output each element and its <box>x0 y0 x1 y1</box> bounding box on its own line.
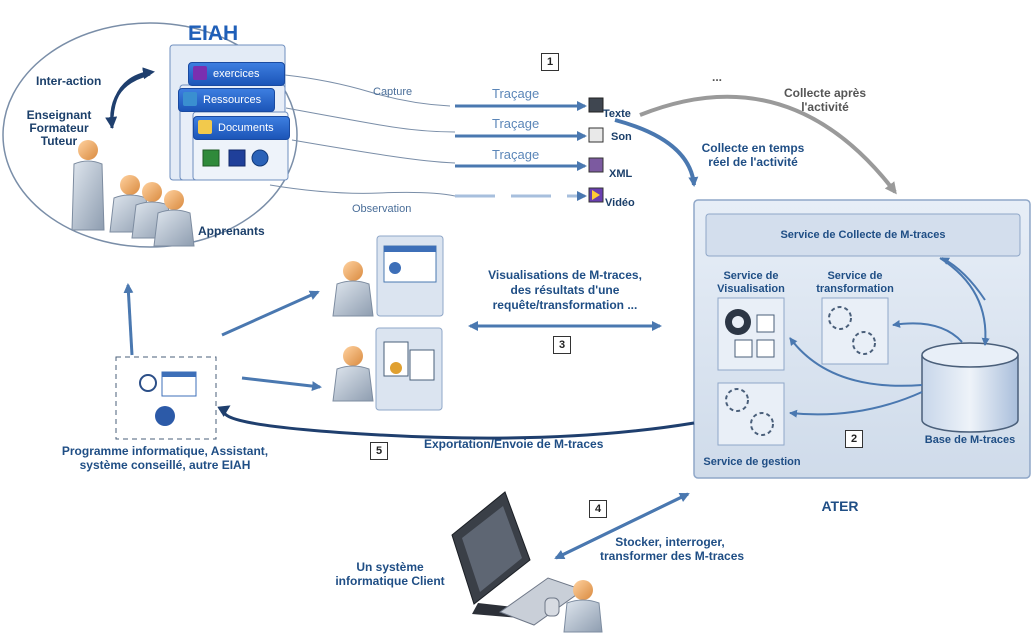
visualisation-screen-2 <box>375 327 443 411</box>
sound-file-icon <box>588 127 604 143</box>
collect-after-2: l'activité <box>801 100 849 114</box>
info-icon <box>155 406 175 426</box>
type-son: Son <box>611 131 632 143</box>
visualisation-service-1: Service de <box>723 270 779 282</box>
globe-icon <box>251 149 269 167</box>
teacher-role-3: Tuteur <box>40 134 78 148</box>
ater-label: ATER <box>821 498 859 514</box>
transformation-service-1: Service de <box>827 270 883 282</box>
visualisation-text-2: des résultats d'une <box>510 283 620 297</box>
client-action-1: Stocker, interroger, <box>615 535 725 549</box>
word-icon <box>228 149 246 167</box>
viewer-figure-1 <box>332 261 374 317</box>
program-box <box>115 356 217 440</box>
collect-after-1: Collecte après <box>783 86 867 100</box>
collect-realtime-arrow <box>614 118 699 187</box>
program-label-1: Programme informatique, Assistant, <box>61 444 269 458</box>
collect-service-label: Service de Collecte de M-traces <box>780 229 946 241</box>
visualisation-screen-1 <box>376 235 444 317</box>
collect-after-arrow <box>639 94 897 195</box>
database-label: Base de M-traces <box>924 434 1016 446</box>
teacher-figure <box>71 140 105 231</box>
capture-label: Capture <box>373 86 413 98</box>
type-texte: Texte <box>603 108 631 120</box>
database-cylinder <box>921 342 1019 433</box>
tracing-label-3: Traçage <box>492 147 540 162</box>
visualisation-text-3: requête/transformation ... <box>492 298 638 312</box>
window-exercices-label: exercices <box>213 68 260 80</box>
client-action-2: transformer des M-traces <box>600 549 745 563</box>
client-label-1: Un système <box>356 560 424 574</box>
help-icon <box>139 374 157 392</box>
ellipsis-label: ... <box>712 70 723 84</box>
learners-label: Apprenants <box>198 224 265 238</box>
viewer-figure-2 <box>332 346 374 402</box>
visualisation-text-1: Visualisations de M-traces, <box>488 268 642 282</box>
visualisation-service-2: Visualisation <box>717 283 785 295</box>
window-documents[interactable]: Documents <box>193 116 290 140</box>
eiah-title: EIAH <box>188 22 239 45</box>
tracing-label-1: Traçage <box>492 86 540 101</box>
window-ressources-label: Ressources <box>203 94 262 106</box>
ressources-icon <box>183 92 197 106</box>
collect-realtime-1: Collecte en temps <box>701 141 805 155</box>
tracing-label-2: Traçage <box>492 116 540 131</box>
teacher-role-2: Formateur <box>29 121 89 135</box>
client-computer <box>451 491 585 626</box>
type-xml: XML <box>609 168 633 180</box>
documents-icon <box>198 120 212 134</box>
program-label-2: système conseillé, autre EIAH <box>79 458 251 472</box>
client-label-2: informatique Client <box>335 574 445 588</box>
client-user-figure <box>563 580 603 633</box>
step-4-badge: 4 <box>589 500 607 518</box>
window-exercices[interactable]: exercices <box>188 62 285 86</box>
export-label: Exportation/Envoie de M-traces <box>424 437 604 451</box>
exercices-icon <box>193 66 207 80</box>
step-5-badge: 5 <box>370 442 388 460</box>
text-file-icon <box>588 97 604 113</box>
teacher-role-1: Enseignant <box>26 108 92 122</box>
interaction-label: Inter-action <box>36 74 102 88</box>
step-2-badge: 2 <box>845 430 863 448</box>
window-documents-label: Documents <box>218 122 274 134</box>
xml-file-icon <box>588 157 604 173</box>
collect-realtime-2: réel de l'activité <box>708 155 798 169</box>
observation-label: Observation <box>352 203 412 215</box>
export-arrow <box>217 405 695 440</box>
excel-icon <box>202 149 220 167</box>
learners-figure <box>109 175 195 247</box>
step-1-badge: 1 <box>541 53 559 71</box>
step-3-badge: 3 <box>553 336 571 354</box>
type-video: Vidéo <box>605 197 635 209</box>
window-ressources[interactable]: Ressources <box>178 88 275 112</box>
gestion-service-label: Service de gestion <box>703 456 801 468</box>
transformation-service-2: transformation <box>816 283 894 295</box>
